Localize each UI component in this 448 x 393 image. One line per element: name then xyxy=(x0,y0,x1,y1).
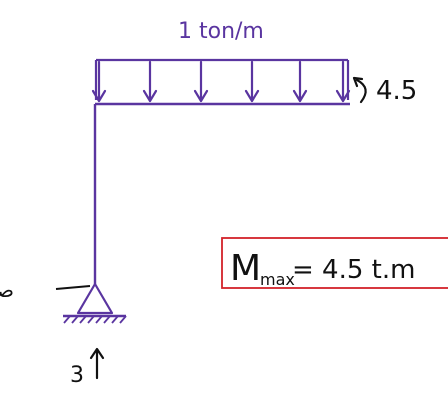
moment-value-label: 4.5 xyxy=(376,76,417,106)
reaction-arrow-icon xyxy=(89,347,105,380)
moment-arc-icon xyxy=(355,78,367,104)
mmax-symbol: M xyxy=(230,248,261,289)
load-arrow-5 xyxy=(292,60,308,103)
moment-arrowhead-icon xyxy=(352,76,364,88)
mmax-result-box xyxy=(221,237,448,289)
load-arrow-3 xyxy=(193,60,209,103)
mmax-subscript: max xyxy=(260,270,295,289)
zero-label-leader xyxy=(55,285,91,290)
pin-support-triangle xyxy=(76,282,114,315)
load-arrow-2 xyxy=(142,60,158,103)
load-arrow-1 xyxy=(91,60,107,103)
support-hatching xyxy=(63,315,127,324)
distributed-load-label: 1 ton/m xyxy=(178,19,264,44)
load-arrows xyxy=(91,60,351,103)
load-arrow-4 xyxy=(244,60,260,103)
zero-moment-label: صفر xyxy=(0,278,14,302)
reaction-value-label: 3 xyxy=(70,363,84,388)
mmax-expression: M max = 4.5 t.m xyxy=(230,248,415,289)
load-arrow-6 xyxy=(335,60,351,103)
mmax-value: = 4.5 t.m xyxy=(292,255,415,285)
